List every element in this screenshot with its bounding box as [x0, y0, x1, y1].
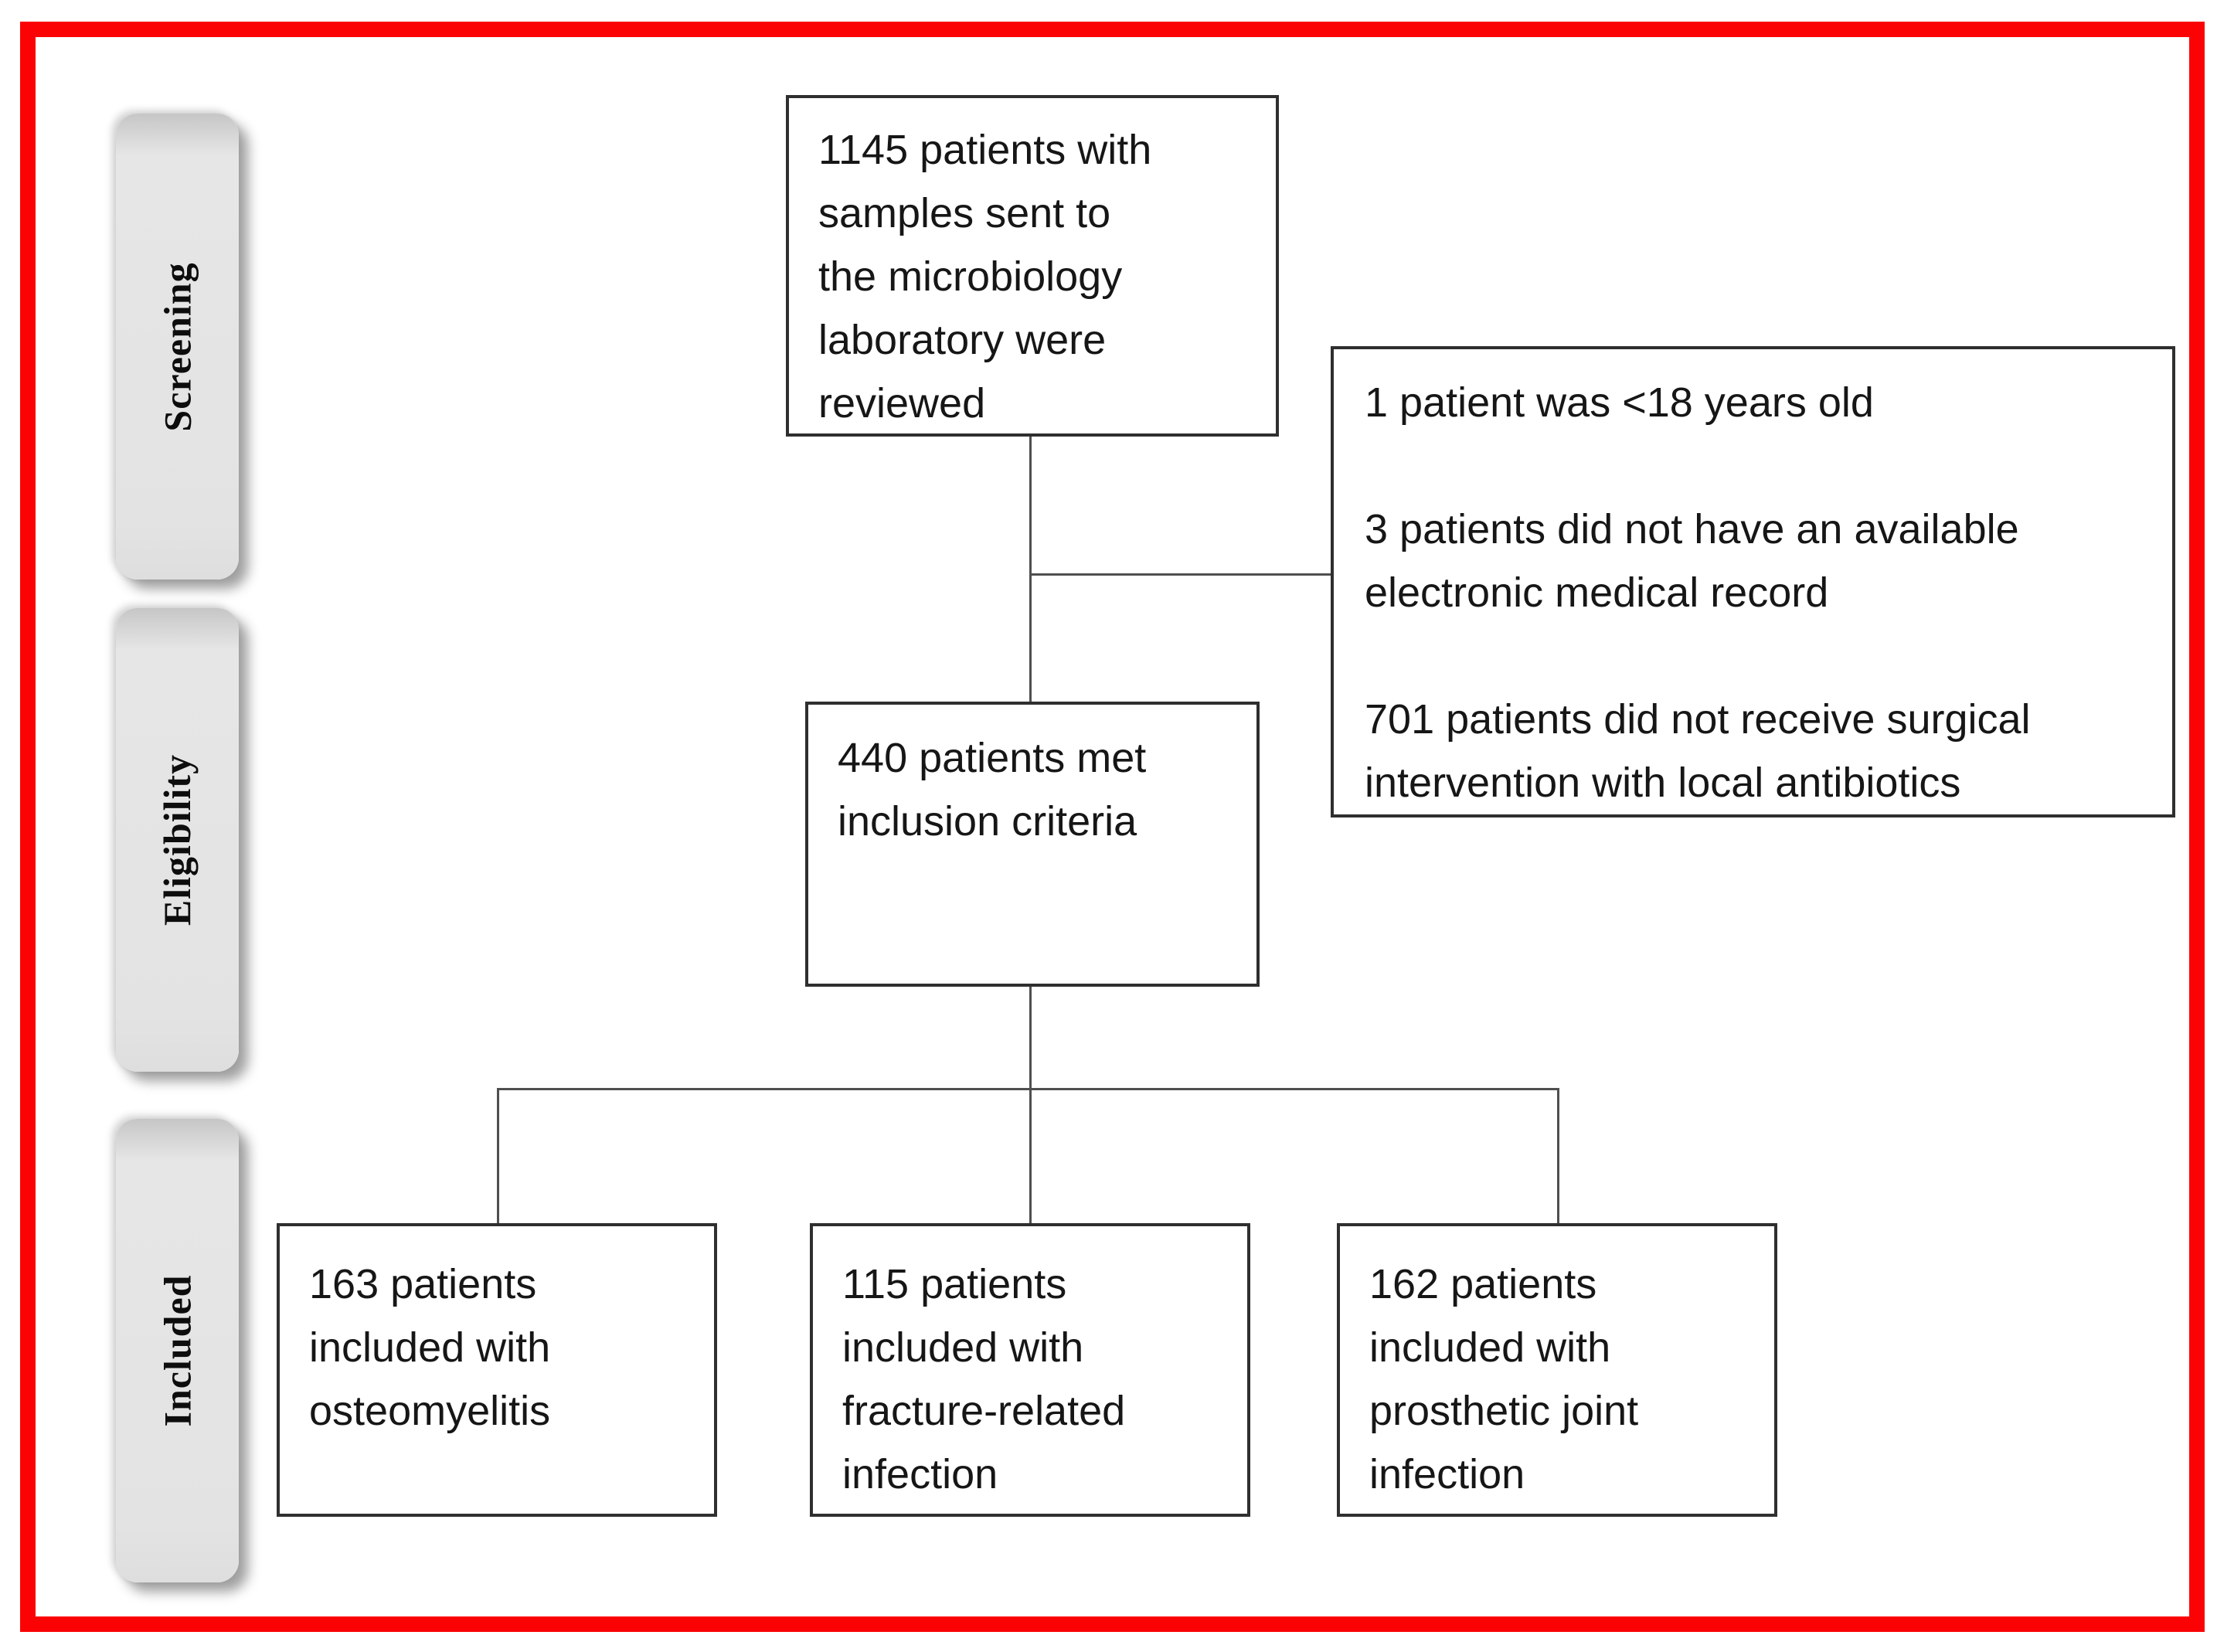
- stage-label-screening: Screening: [155, 261, 199, 432]
- exclusion-item-no-emr: 3 patients did not have an available ele…: [1365, 506, 2019, 616]
- connector-screened-to-eligible: [1029, 437, 1032, 702]
- box-included-fracture-related: 115 patients included with fracture-rela…: [810, 1223, 1250, 1517]
- box-included-prosthetic-joint: 162 patients included with prosthetic jo…: [1337, 1223, 1777, 1517]
- box-exclusions: 1 patient was <18 years old 3 patients d…: [1331, 346, 2175, 818]
- exclusion-item-no-surgery: 701 patients did not receive surgical in…: [1365, 696, 2031, 806]
- connector-eligible-to-distribution: [1029, 987, 1032, 1088]
- connector-drop-osteomyelitis: [497, 1088, 499, 1223]
- box-screened-patients: 1145 patients with samples sent to the m…: [786, 95, 1279, 437]
- box-included-osteomyelitis-text: 163 patients included with osteomyelitis: [309, 1261, 551, 1434]
- connector-branch-to-exclusions: [1029, 573, 1331, 576]
- connector-drop-prosthetic-joint: [1557, 1088, 1559, 1223]
- box-screened-text: 1145 patients with samples sent to the m…: [818, 127, 1152, 427]
- box-included-prosthetic-joint-text: 162 patients included with prosthetic jo…: [1369, 1261, 1639, 1497]
- stage-pill-included: Included: [116, 1119, 239, 1582]
- connector-distribution-line: [497, 1088, 1559, 1090]
- box-included-osteomyelitis: 163 patients included with osteomyelitis: [277, 1223, 717, 1517]
- stage-pill-eligibility: Eligibility: [116, 608, 239, 1072]
- box-eligible-text: 440 patients met inclusion criteria: [838, 735, 1147, 845]
- stage-label-eligibility: Eligibility: [155, 753, 199, 926]
- stage-label-included: Included: [155, 1274, 199, 1427]
- connector-drop-fracture-related: [1029, 1088, 1032, 1223]
- box-included-fracture-related-text: 115 patients included with fracture-rela…: [842, 1261, 1126, 1497]
- stage-pill-screening: Screening: [116, 114, 239, 580]
- box-eligible-patients: 440 patients met inclusion criteria: [805, 702, 1260, 987]
- exclusion-item-age: 1 patient was <18 years old: [1365, 379, 1874, 426]
